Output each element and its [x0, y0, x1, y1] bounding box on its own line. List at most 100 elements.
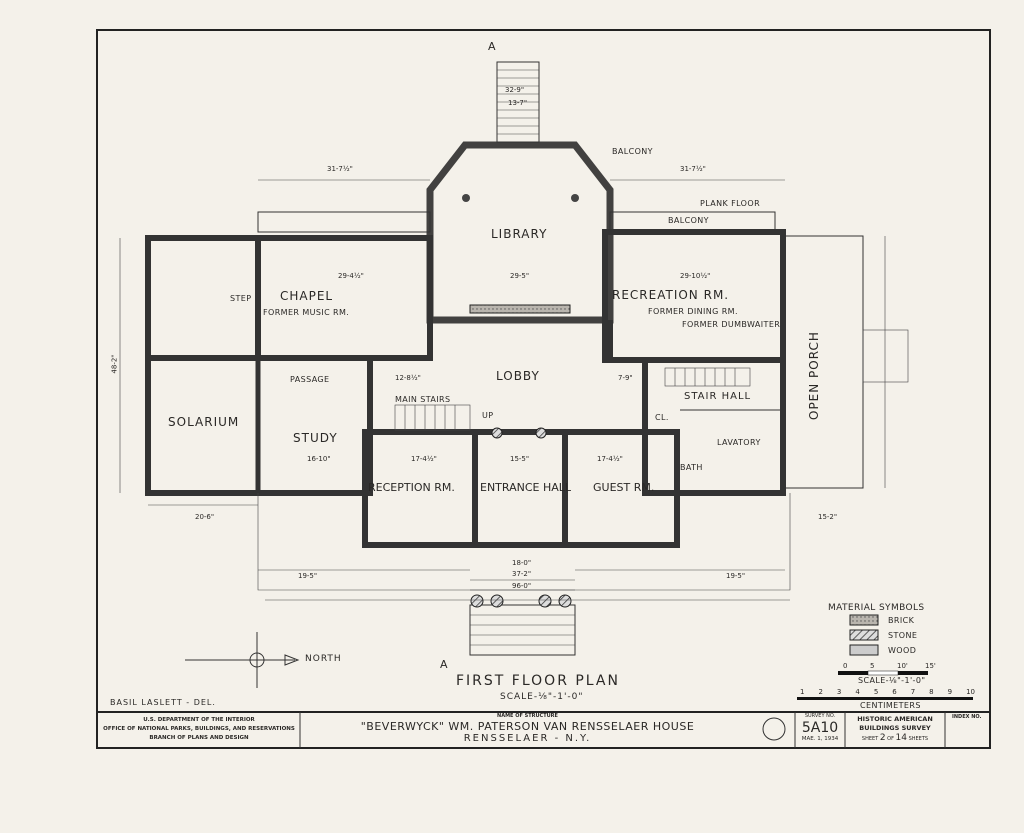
scale-tick: 5	[870, 662, 875, 670]
section-marker-top: A	[488, 40, 496, 53]
balcony-top-label: BALCONY	[612, 147, 653, 156]
cm-label: CENTIMETERS	[860, 701, 921, 710]
dim-left-top: 31-7½"	[327, 165, 353, 173]
plan-title: FIRST FLOOR PLAN	[456, 673, 620, 689]
cm-tick: 2	[818, 688, 823, 696]
cm-tick: 5	[873, 688, 879, 696]
habs-line: HISTORIC AMERICAN	[857, 715, 933, 723]
cm-scale-bar	[797, 697, 973, 700]
legend-title: MATERIAL SYMBOLS	[828, 603, 925, 613]
cm-tick: 3	[836, 688, 842, 696]
dim-solarium: 20-6"	[195, 513, 215, 521]
agency-line: U.S. DEPARTMENT OF THE INTERIOR	[143, 717, 255, 723]
structure-block: NAME OF STRUCTURE "BEVERWYCK" WM. PATERS…	[300, 713, 755, 745]
index-label: INDEX NO.	[952, 714, 982, 720]
agency-block: U.S. DEPARTMENT OF THE INTERIOR OFFICE O…	[100, 716, 298, 743]
open-porch-outline	[784, 235, 864, 489]
dim-porch: 15-2"	[818, 513, 838, 521]
cm-tick: 1	[800, 688, 805, 696]
habs-seal	[762, 717, 786, 741]
dim-entrance: 15-5"	[510, 455, 530, 463]
habs-line: BUILDINGS SURVEY	[859, 724, 931, 732]
room-guest: GUEST RM.	[593, 481, 655, 494]
stone-swatch	[849, 629, 879, 641]
dim-study: 16-10"	[307, 455, 331, 463]
legend-wood: WOOD	[888, 646, 917, 655]
room-open-porch: OPEN PORCH	[807, 331, 821, 420]
cm-tick: 10	[966, 688, 975, 696]
sheet-of: OF	[887, 736, 894, 742]
agency-line: BRANCH OF PLANS AND DESIGN	[149, 735, 249, 741]
plan-scale: SCALE-⅛"-1'-0"	[500, 692, 584, 702]
dumbwaiter-label: FORMER DUMBWAITER	[682, 320, 781, 329]
balcony-right-label: BALCONY	[668, 216, 709, 225]
up-label: UP	[482, 411, 494, 420]
dim-lobby-12: 12-8½"	[395, 374, 421, 382]
room-study: STUDY	[293, 431, 338, 445]
recreation-former: FORMER DINING RM.	[648, 307, 738, 316]
room-reception: RECEPTION RM.	[368, 481, 455, 494]
dim-guest: 17-4½"	[597, 455, 623, 463]
room-stair-hall: STAIR HALL	[684, 391, 752, 402]
delineator: BASIL LASLETT - DEL.	[110, 698, 216, 707]
scale-tick: 0	[843, 662, 848, 670]
cm-tick: 7	[910, 688, 916, 696]
room-solarium: SOLARIUM	[168, 415, 240, 429]
dim-chapel: 29-4½"	[338, 272, 364, 280]
dim-west-height: 48-2"	[110, 354, 119, 374]
dim-left-19: 19-5"	[298, 572, 318, 580]
chapel-former: FORMER MUSIC RM.	[263, 308, 350, 317]
survey-block: SURVEY NO. 5A10 MAE. 1, 1934	[797, 713, 843, 743]
sheet-border	[96, 29, 991, 749]
rear-stairs	[496, 61, 540, 143]
main-stairs	[394, 367, 751, 431]
room-closet: CL.	[655, 413, 669, 422]
room-chapel: CHAPEL	[280, 289, 334, 303]
cm-ticks: 1 2 3 4 5 6 7 8 9 10	[800, 688, 975, 696]
brick-swatch	[849, 614, 879, 626]
dim-top-stair: 32-9"	[505, 86, 525, 94]
structure-name: "BEVERWYCK" WM. PATERSON VAN RENSSELAER …	[360, 720, 695, 733]
step-label: STEP	[230, 294, 252, 303]
dim-top-stair2: 13-7"	[508, 99, 528, 107]
name-of-structure-label: NAME OF STRUCTURE	[497, 713, 558, 719]
dim-recreation: 29-10½"	[680, 272, 711, 280]
dim-library: 29-5"	[510, 272, 530, 280]
room-bath: BATH	[680, 463, 703, 472]
north-arrow	[185, 632, 300, 688]
cm-tick: 9	[947, 688, 953, 696]
sheet-number: 2	[879, 733, 886, 743]
dim-front-96: 96-0"	[512, 582, 532, 590]
structure-location: RENSSELAER - N.Y.	[463, 733, 592, 744]
dim-right-top: 31-7½"	[680, 165, 706, 173]
room-passage: PASSAGE	[290, 375, 330, 384]
cm-tick: 6	[892, 688, 897, 696]
habs-block: HISTORIC AMERICAN BUILDINGS SURVEY SHEET…	[847, 715, 943, 745]
dim-front-18: 18-0"	[512, 559, 532, 567]
sheet-total: 14	[895, 733, 907, 743]
wood-swatch	[849, 644, 879, 656]
legend-scale-label: SCALE-⅛"-1'-0"	[858, 676, 926, 685]
room-library: LIBRARY	[491, 227, 548, 241]
room-lobby: LOBBY	[496, 369, 540, 383]
cm-tick: 8	[929, 688, 934, 696]
legend-brick: BRICK	[888, 616, 915, 625]
north-label: NORTH	[305, 654, 342, 664]
survey-label: SURVEY NO.	[804, 713, 836, 719]
front-stairs	[469, 594, 576, 656]
dim-front-37: 37-2"	[512, 570, 532, 578]
room-recreation: RECREATION RM.	[612, 288, 730, 302]
survey-date: MAE. 1, 1934	[801, 736, 839, 742]
legend-stone: STONE	[888, 631, 918, 640]
walls	[145, 141, 786, 548]
scale-tick: 15'	[925, 662, 936, 670]
dim-right-19: 19-5"	[726, 572, 746, 580]
plank-floor-label: PLANK FLOOR	[700, 199, 761, 208]
scale-tick: 10'	[897, 662, 908, 670]
cm-tick: 4	[855, 688, 860, 696]
agency-line: OFFICE OF NATIONAL PARKS, BUILDINGS, AND…	[103, 726, 295, 732]
sheet-suffix: SHEETS	[908, 736, 929, 742]
main-stairs-label: MAIN STAIRS	[395, 395, 451, 404]
